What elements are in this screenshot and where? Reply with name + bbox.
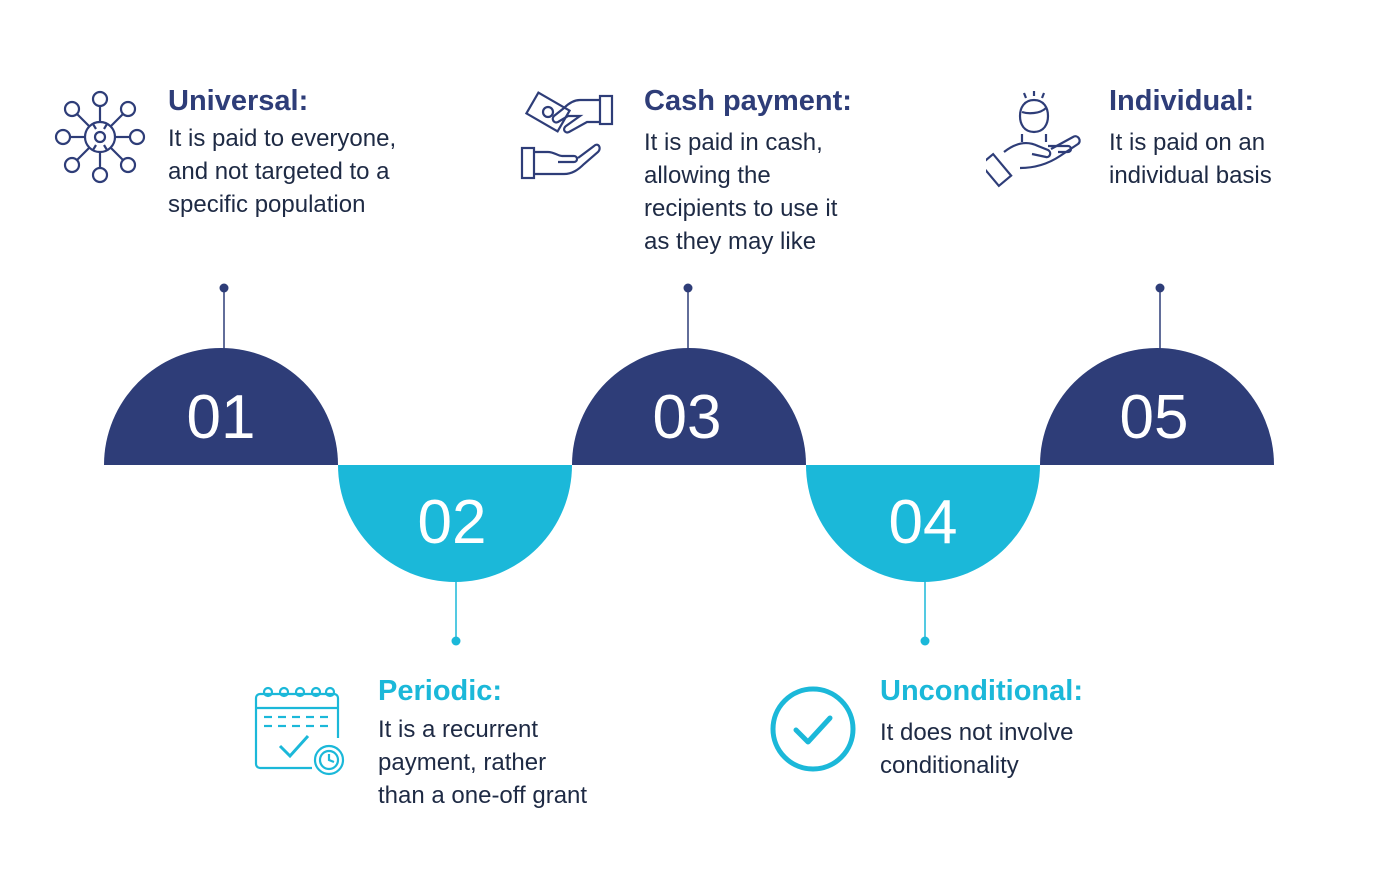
step-title-04: Unconditional: [880, 675, 1083, 707]
step-description-04: It does not involve conditionality [880, 719, 1074, 779]
calendar-clock-icon [254, 686, 345, 776]
step-description-01: It is paid to everyone, and not targeted… [168, 125, 397, 218]
step-title-02: Periodic: [378, 675, 503, 707]
connector-dot-04 [920, 636, 930, 646]
step-title-05: Individual: [1109, 85, 1254, 117]
step-number-03: 03 [653, 383, 722, 452]
step-number-05: 05 [1120, 383, 1189, 452]
step-shape-03 [572, 348, 806, 465]
step-shape-05 [1040, 348, 1274, 465]
step-number-02: 02 [418, 488, 487, 557]
connector-dot-03 [683, 283, 693, 293]
step-number-01: 01 [187, 383, 256, 452]
step-title-03: Cash payment: [644, 85, 852, 117]
connector-dot-01 [219, 283, 229, 293]
connector-dot-02 [451, 636, 461, 646]
step-description-03: It is paid in cash, allowing the recipie… [644, 129, 838, 255]
step-title-01: Universal: [168, 85, 309, 117]
step-shape-04 [806, 465, 1040, 582]
network-icon [54, 90, 146, 184]
step-number-04: 04 [889, 488, 958, 557]
step-description-02: It is a recurrent payment, rather than a… [378, 716, 588, 809]
hand-person-icon [986, 91, 1081, 188]
connector-dot-05 [1155, 283, 1165, 293]
step-description-05: It is paid on an individual basis [1109, 129, 1272, 189]
step-shape-02 [338, 465, 572, 582]
step-shape-01 [104, 348, 338, 465]
checkmark-circle-icon [770, 686, 856, 772]
cash-hands-icon [520, 91, 614, 180]
